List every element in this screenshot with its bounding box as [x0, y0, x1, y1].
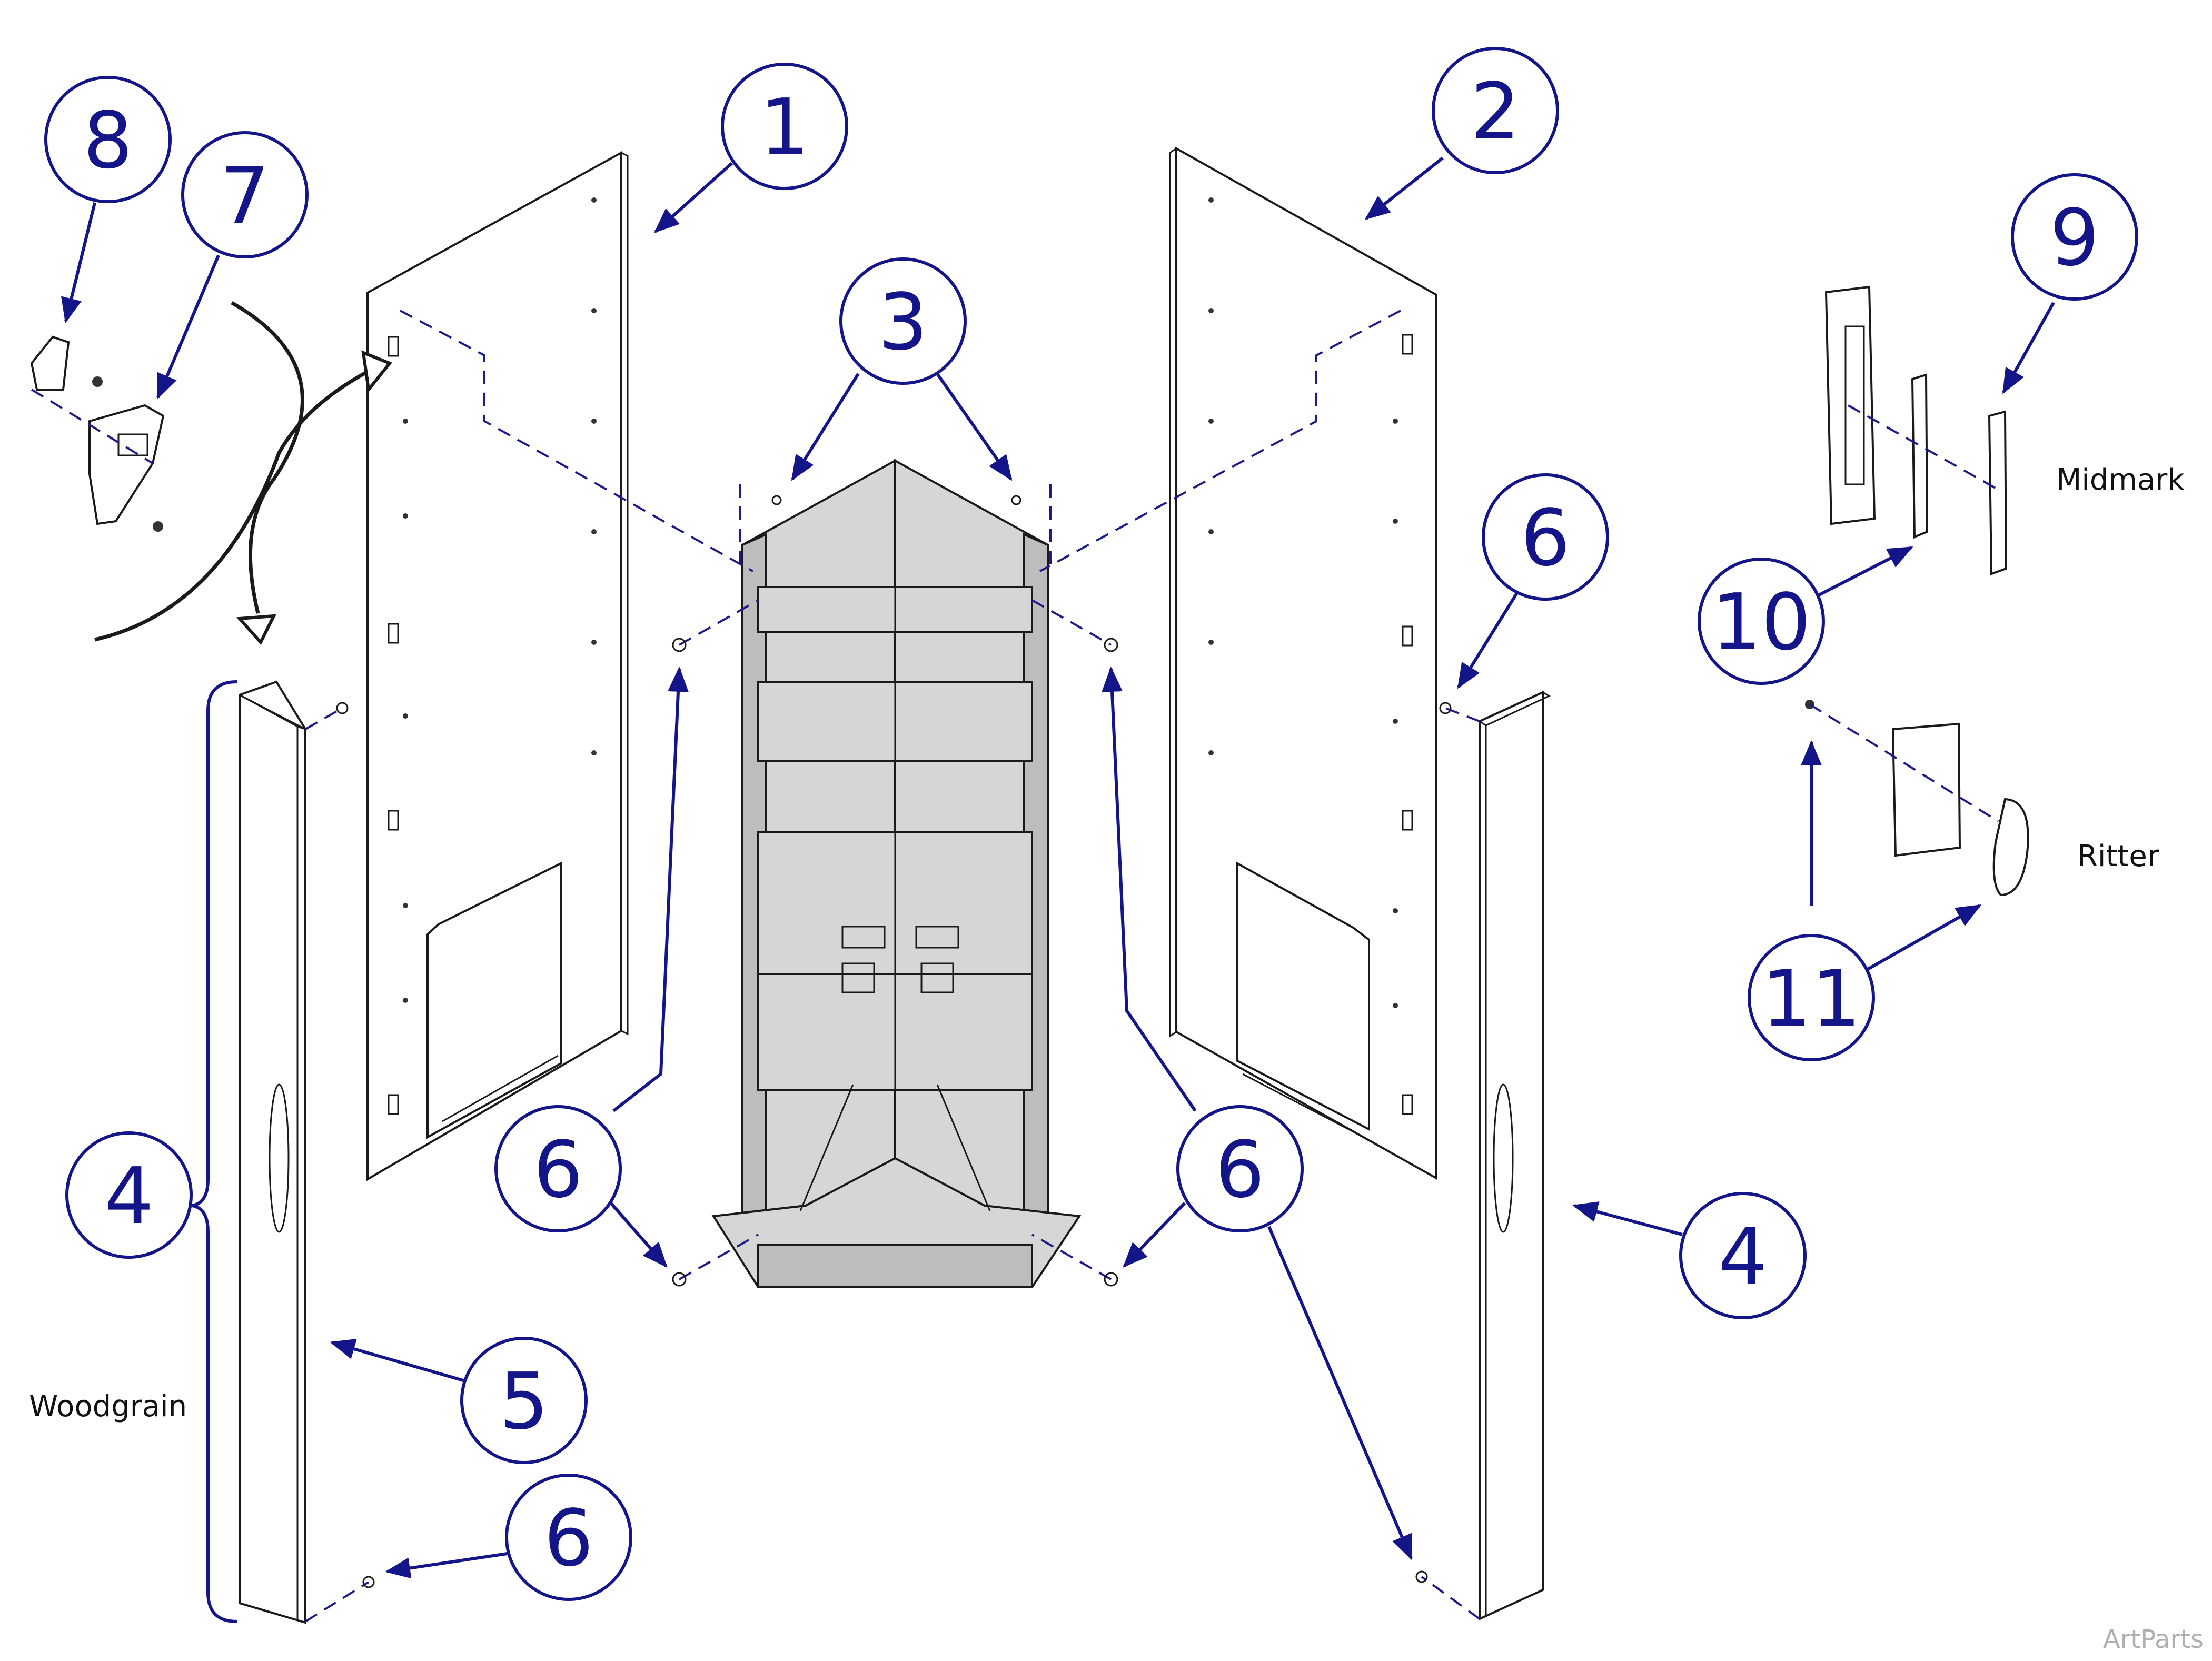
balloon-4-left: 4 — [65, 1131, 193, 1259]
left-panel-holes — [403, 197, 597, 1003]
ritter-label: Ritter — [2077, 839, 2160, 873]
balloon-5-number: 5 — [499, 1356, 549, 1447]
left-panel-clips — [388, 336, 399, 1115]
balloon-7-number: 7 — [220, 151, 270, 241]
balloon-6-center-left: 6 — [494, 1105, 622, 1232]
screw-markers — [336, 495, 1452, 1588]
balloon-1-number: 1 — [760, 82, 809, 173]
balloon-6-upper-right: 6 — [1482, 473, 1609, 601]
balloon-10: 10 — [1698, 558, 1825, 685]
balloon-4-left-number: 4 — [104, 1151, 154, 1241]
right-trim-panel — [1477, 690, 1551, 1621]
balloon-11-number: 11 — [1762, 953, 1861, 1044]
balloon-2: 2 — [1432, 47, 1559, 174]
balloon-3-number: 3 — [878, 277, 928, 367]
balloon-3: 3 — [839, 257, 967, 385]
midmark-label: Midmark — [2056, 463, 2185, 497]
balloon-6-center-right: 6 — [1176, 1105, 1304, 1232]
balloon-8: 8 — [44, 76, 172, 203]
ritter-detail — [1805, 700, 2029, 897]
assembly-lines — [31, 310, 1999, 1623]
artparts-credit: ArtParts — [2103, 1625, 2204, 1654]
balloon-4-right-number: 4 — [1718, 1211, 1768, 1302]
balloon-4-right: 4 — [1679, 1192, 1807, 1319]
balloon-10-number: 10 — [1712, 577, 1811, 668]
balloon-6-center-left-number: 6 — [533, 1125, 583, 1215]
center-frame — [711, 459, 1082, 1288]
right-panel-holes — [1208, 197, 1398, 1008]
balloon-2-number: 2 — [1471, 66, 1520, 157]
balloon-6-bottom-left: 6 — [505, 1474, 632, 1601]
woodgrain-bracket — [192, 680, 237, 1623]
balloon-5: 5 — [460, 1337, 588, 1464]
balloon-1: 1 — [721, 63, 848, 190]
leader-lines — [61, 156, 2055, 1579]
left-side-panel — [366, 151, 629, 1181]
woodgrain-label: Woodgrain — [29, 1389, 187, 1424]
midmark-detail — [1824, 285, 2008, 575]
balloon-6-bottom-left-number: 6 — [544, 1493, 593, 1584]
balloon-6-upper-right-number: 6 — [1521, 493, 1570, 583]
balloon-7: 7 — [181, 131, 309, 258]
right-panel-clips — [1402, 334, 1413, 1115]
balloon-9-number: 9 — [2050, 193, 2099, 283]
balloon-8-number: 8 — [83, 95, 133, 186]
curved-transition-arrow-icon — [94, 301, 392, 645]
right-side-panel — [1169, 146, 1437, 1180]
hinge-bracket-assembly — [30, 335, 165, 532]
balloon-9: 9 — [2011, 173, 2138, 301]
balloon-6-center-right-number: 6 — [1215, 1125, 1265, 1215]
balloon-11: 11 — [1748, 934, 1875, 1061]
left-trim-panel — [239, 680, 306, 1624]
